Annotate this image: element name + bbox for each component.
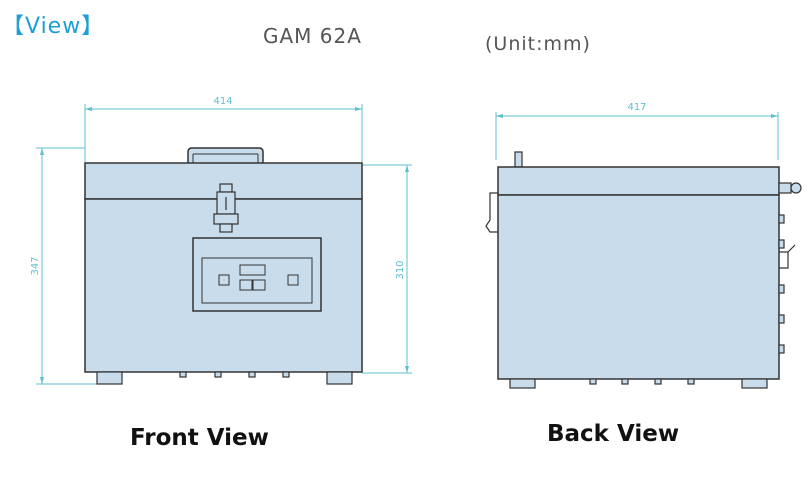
front-width-value: 414: [213, 96, 232, 107]
back-view-caption: Back View: [547, 421, 680, 447]
front-left-height-dimension: [36, 147, 98, 385]
back-body: [497, 194, 780, 380]
front-button-right: [252, 279, 266, 291]
model-name: GAM 62A: [263, 24, 362, 48]
back-feet: [509, 378, 768, 389]
back-lid: [497, 166, 780, 196]
front-left-height-value: 347: [30, 256, 41, 275]
back-top-post: [514, 151, 523, 168]
front-power-switch: [218, 274, 230, 286]
back-right-fittings: [778, 214, 796, 354]
back-width-dimension: [495, 112, 779, 160]
front-right-height-value: 310: [395, 260, 406, 279]
front-width-dimension: [84, 104, 363, 162]
back-right-knob: [778, 182, 802, 194]
front-latch: [213, 183, 239, 233]
back-width-value: 417: [627, 102, 646, 113]
front-button-left: [239, 279, 253, 291]
front-view-caption: Front View: [130, 425, 269, 451]
front-handle: [187, 147, 264, 163]
front-feet: [96, 371, 353, 385]
view-section-label: 【View】: [2, 14, 105, 39]
unit-label: (Unit:mm): [485, 33, 591, 55]
front-right-height-dimension: [362, 164, 412, 374]
front-view-drawing: 414 347 310: [30, 96, 412, 385]
back-left-hinge: [485, 192, 498, 233]
front-indicator: [287, 274, 299, 286]
front-display: [239, 264, 266, 276]
back-view-drawing: 417: [485, 102, 802, 389]
